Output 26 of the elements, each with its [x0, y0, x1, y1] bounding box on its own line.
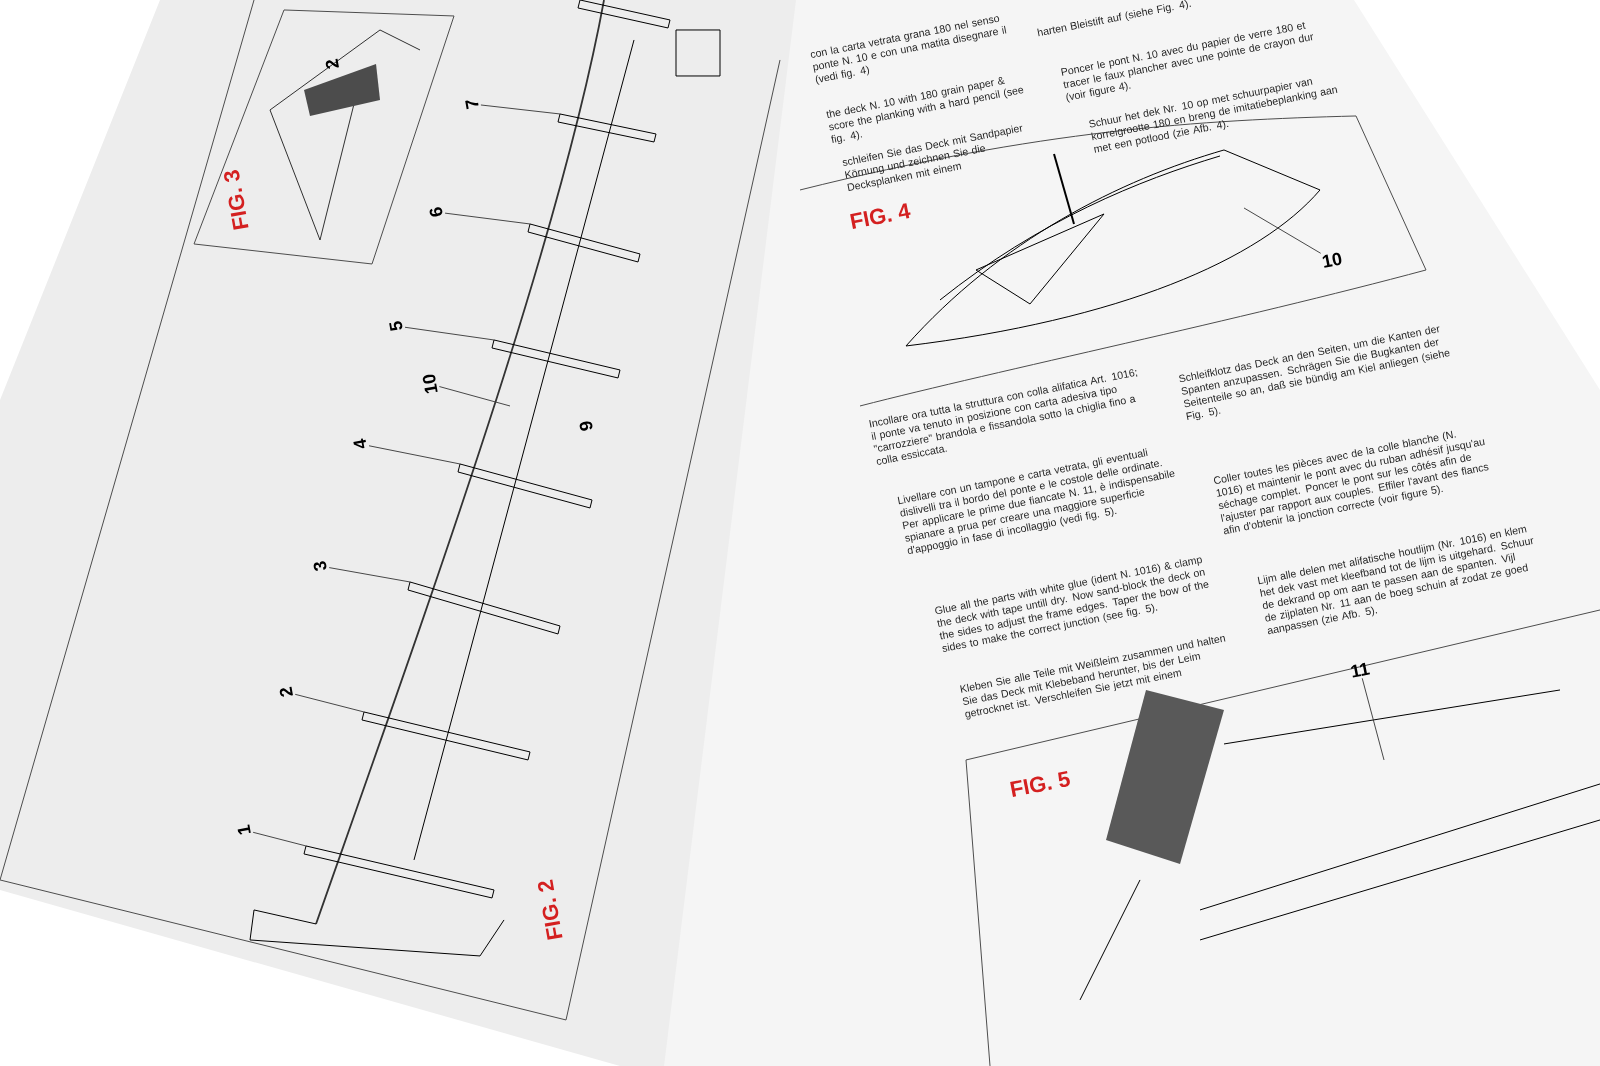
- leader-line: [368, 445, 461, 465]
- callout-number: 11: [1351, 662, 1370, 678]
- callout-number: 5: [389, 321, 403, 331]
- callout-number: 1: [237, 824, 251, 835]
- leader-line: [1361, 677, 1385, 761]
- leader-line: [444, 212, 531, 225]
- callout-number: 2: [279, 686, 293, 697]
- callout-number: 6: [429, 207, 443, 217]
- figure-label: FIG. 4: [850, 203, 911, 229]
- callout-number: 2: [325, 58, 339, 69]
- figure-label: FIG. 2: [538, 879, 563, 940]
- callout-number: 4: [353, 438, 366, 449]
- callout-number: 9: [579, 421, 593, 431]
- callout-number: 7: [465, 100, 479, 110]
- leader-line: [480, 104, 561, 115]
- leader-line: [1243, 207, 1322, 254]
- callout-number: 10: [422, 374, 438, 394]
- leader-line: [252, 831, 307, 847]
- callout-number: 10: [1322, 252, 1342, 268]
- figure-label: FIG. 5: [1010, 771, 1070, 797]
- leader-line: [438, 386, 511, 407]
- leader-line: [404, 326, 495, 341]
- leader-line: [294, 693, 365, 713]
- figure-label: FIG. 3: [224, 170, 249, 230]
- callout-number: 3: [313, 561, 327, 571]
- leader-line: [328, 567, 411, 583]
